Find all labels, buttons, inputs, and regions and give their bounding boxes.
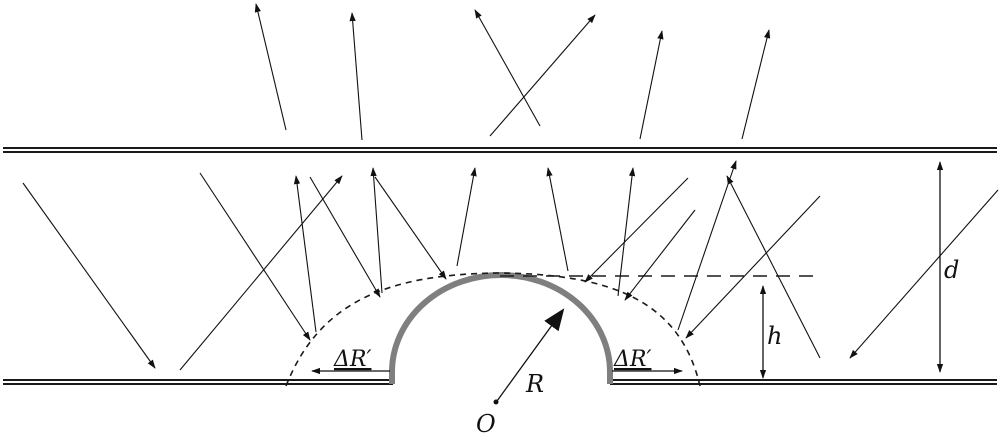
- ray-arrow: [849, 189, 999, 359]
- ray-arrow: [309, 176, 381, 298]
- ray-arrow: [254, 3, 287, 131]
- upper-rays: [254, 3, 771, 141]
- ray-arrow: [617, 167, 636, 297]
- ray-arrow: [726, 175, 821, 359]
- ray-arrow: [624, 209, 696, 301]
- radius-arrow: [493, 308, 565, 405]
- ray-arrow: [677, 160, 737, 331]
- label-delta-r-right: ΔR′: [613, 347, 651, 372]
- ray-arrow: [584, 177, 689, 283]
- ray-arrow: [199, 172, 311, 341]
- label-h: h: [767, 322, 782, 350]
- ray-arrow: [22, 182, 156, 369]
- ray-arrow: [349, 12, 363, 141]
- ray-arrow: [546, 167, 569, 272]
- dashed-boundary: [285, 272, 701, 387]
- inner-rays: [22, 160, 999, 371]
- label-r: R: [525, 370, 544, 398]
- bottom-plate: [3, 379, 997, 385]
- ray-arrow: [370, 167, 383, 294]
- ray-arrow: [474, 9, 541, 127]
- label-delta-r-left: ΔR′: [333, 347, 371, 372]
- ray-arrow: [741, 29, 771, 140]
- ray-arrow: [374, 176, 447, 280]
- ray-arrow: [489, 14, 596, 137]
- label-o: O: [476, 410, 496, 438]
- center-point: [493, 399, 499, 405]
- ray-arrow: [456, 167, 477, 267]
- ray-arrow: [293, 175, 317, 333]
- label-d: d: [944, 256, 959, 284]
- hemisphere: [389, 272, 613, 384]
- ray-arrow: [179, 175, 343, 371]
- ray-arrow: [639, 30, 664, 140]
- top-plate: [3, 147, 997, 153]
- ray-arrow: [685, 195, 821, 339]
